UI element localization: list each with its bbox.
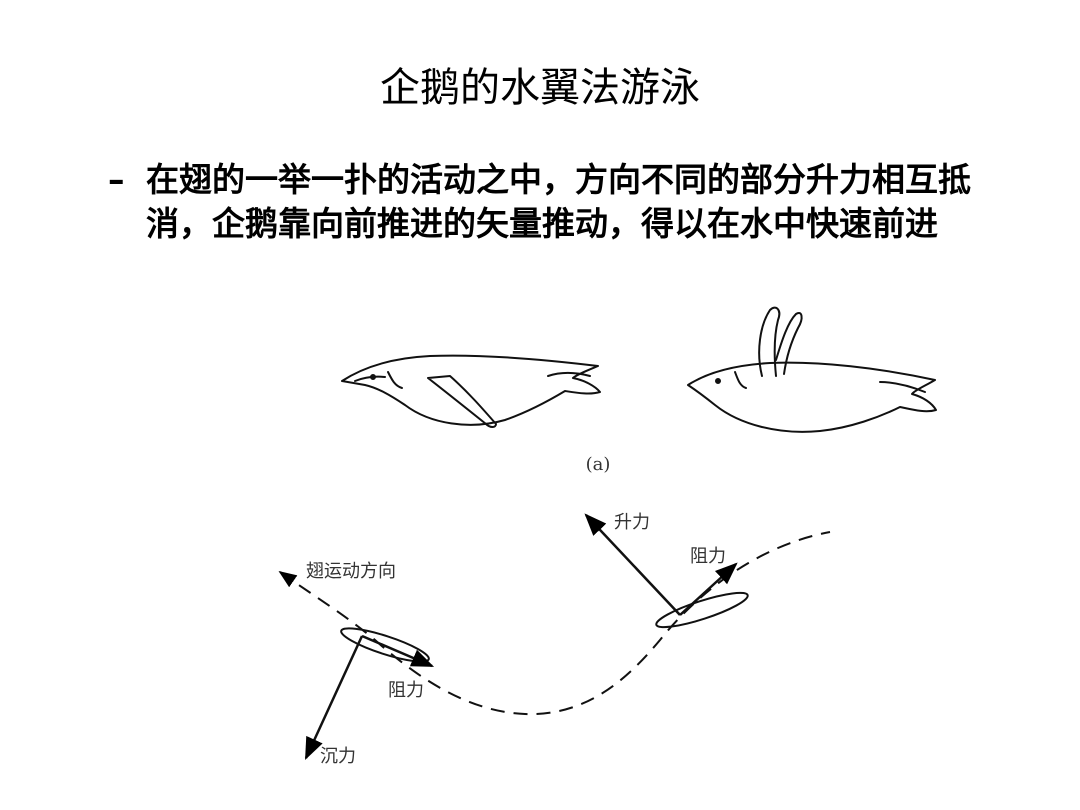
caption-a: (a) <box>586 454 611 475</box>
label-drag-right: 阻力 <box>690 546 726 567</box>
drag-arrow-left <box>361 634 435 668</box>
penguin-right-illustration <box>687 306 937 433</box>
label-drag-left: 阻力 <box>388 680 424 701</box>
wing-section-right <box>655 591 749 629</box>
lift-arrow <box>584 513 681 616</box>
bullet-text: 在翅的一举一扑的活动之中，方向不同的部分升力相互抵消，企鹅靠向前推进的矢量推动，… <box>146 160 971 243</box>
drag-arrow-right <box>679 562 738 616</box>
label-wing-direction: 翅运动方向 <box>306 561 396 582</box>
sink-arrow <box>304 635 364 761</box>
wing-motion-path <box>278 531 831 716</box>
slide-title: 企鹅的水翼法游泳 <box>380 65 700 111</box>
label-lift: 升力 <box>614 512 650 533</box>
bullet-point: – 在翅的一举一扑的活动之中，方向不同的部分升力相互抵消，企鹅靠向前推进的矢量推… <box>108 158 988 246</box>
label-sink: 沉力 <box>320 746 356 767</box>
penguin-left-illustration <box>341 354 601 428</box>
bullet-marker: – <box>108 160 125 199</box>
